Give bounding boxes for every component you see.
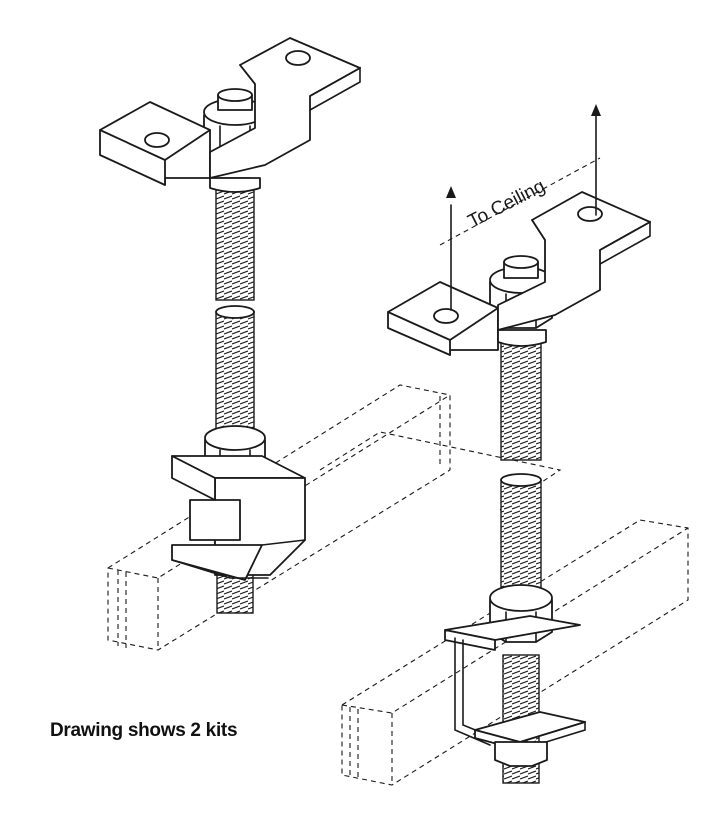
left-lower-rod	[215, 311, 255, 443]
right-lower-rod	[500, 479, 542, 601]
right-upper-rod	[500, 339, 542, 461]
left-beam-clamp	[171, 455, 306, 581]
arrow-up-icon	[591, 104, 601, 116]
caption-drawing-shows-kits: Drawing shows 2 kits	[50, 720, 238, 741]
left-upper-rod	[215, 179, 255, 301]
left-hanger-kit	[99, 37, 361, 614]
left-strut-channel	[107, 384, 451, 651]
left-ceiling-bracket	[99, 37, 361, 186]
arrow-up-icon	[446, 186, 456, 198]
right-hanger-kit	[387, 191, 651, 784]
